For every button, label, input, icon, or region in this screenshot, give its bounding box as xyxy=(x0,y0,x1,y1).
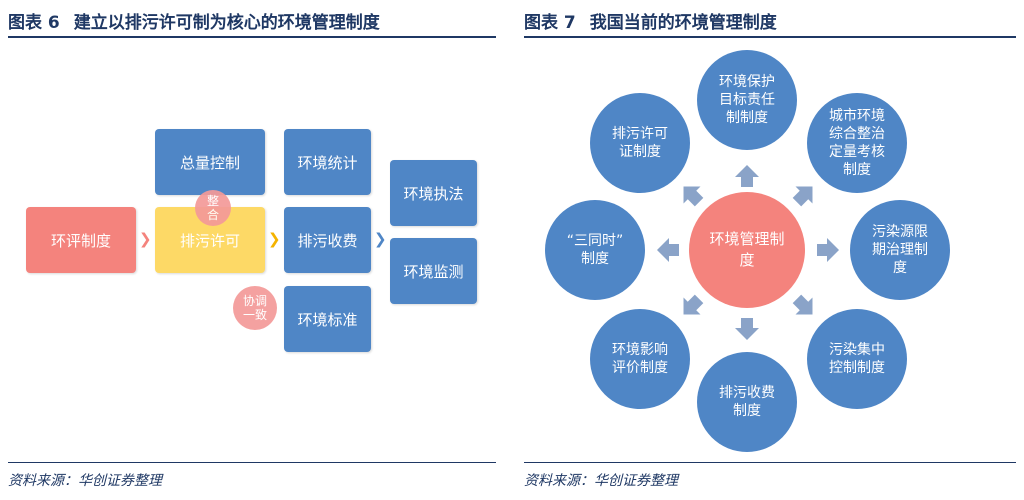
arrow-left-icon xyxy=(657,238,679,262)
node-line: 污染集中 xyxy=(829,342,885,358)
chevron-right-icon: ❯ xyxy=(268,230,281,248)
arrow-right-icon xyxy=(817,238,839,262)
figure-7-title: 图表 7 我国当前的环境管理制度 xyxy=(524,8,777,33)
node-line: 定量考核 xyxy=(829,144,885,160)
arrow-up-right-icon xyxy=(792,186,813,207)
node-line: 制度 xyxy=(581,251,609,267)
box-pollution-fee: 排污收费 xyxy=(284,207,371,273)
node-line: 污染源限 xyxy=(872,224,928,240)
figure-6-title-text: 建立以排污许可制为核心的环境管理制度 xyxy=(73,13,380,33)
node-line: 综合整治 xyxy=(829,126,885,142)
arrow-up-icon xyxy=(735,165,759,187)
node-line: 制度 xyxy=(733,403,761,419)
center-node-line-1: 环境管理制 xyxy=(709,230,785,248)
arrow-down-icon xyxy=(735,318,759,340)
badge-integrate-line-1: 整 xyxy=(206,194,219,208)
chevron-right-icon: ❯ xyxy=(374,230,387,248)
node-bottom-right: 污染集中 控制制度 xyxy=(807,309,907,409)
node-line: 评价制度 xyxy=(612,360,668,376)
radial-arrows xyxy=(657,165,839,340)
node-line: 环境保护 xyxy=(719,74,775,90)
box-eia: 环评制度 xyxy=(26,207,136,273)
node-line: 目标责任 xyxy=(719,92,775,108)
badge-integrate: 整 合 xyxy=(195,190,231,226)
figure-6-source: 资料来源：华创证券整理 xyxy=(8,473,162,489)
title-rule xyxy=(524,36,1016,38)
node-line: 控制制度 xyxy=(829,360,885,376)
figure-7-source: 资料来源：华创证券整理 xyxy=(524,473,678,489)
node-top-right: 城市环境 综合整治 定量考核 制度 xyxy=(807,93,907,193)
node-line: 城市环境 xyxy=(829,108,885,124)
badge-coordinate-line-1: 协调 xyxy=(242,294,267,308)
figure-6-title: 图表 6 建立以排污许可制为核心的环境管理制度 xyxy=(8,8,380,33)
source-rule xyxy=(524,462,1016,463)
title-rule xyxy=(8,36,496,38)
node-line: 制度 xyxy=(843,162,871,178)
node-right: 污染源限 期治理制 度 xyxy=(850,200,950,300)
box-env-standard: 环境标准 xyxy=(284,286,371,352)
node-bottom-left: 环境影响 评价制度 xyxy=(590,309,690,409)
arrow-down-left-icon xyxy=(683,294,704,315)
node-left: “三同时” 制度 xyxy=(545,200,645,300)
node-line: 度 xyxy=(893,260,907,276)
figure-7-number: 图表 7 xyxy=(524,13,576,33)
badge-coordinate: 协调 一致 xyxy=(233,286,277,330)
chevron-right-icon: ❯ xyxy=(139,230,152,248)
source-rule xyxy=(8,462,496,463)
center-node-line-2: 度 xyxy=(739,251,755,269)
badge-coordinate-line-2: 一致 xyxy=(242,308,267,322)
figure-6-number: 图表 6 xyxy=(8,13,60,33)
badge-integrate-line-2: 合 xyxy=(206,208,219,222)
box-enforcement: 环境执法 xyxy=(390,160,477,226)
figure-7-title-text: 我国当前的环境管理制度 xyxy=(589,13,777,33)
figure-7-panel: 图表 7 我国当前的环境管理制度 环境管理制 度 环境保护 目标责任 制制度 城市… xyxy=(512,0,1024,500)
box-env-stats: 环境统计 xyxy=(284,129,371,195)
box-total-control: 总量控制 xyxy=(155,129,265,195)
arrow-down-right-icon xyxy=(792,294,813,315)
box-monitoring: 环境监测 xyxy=(390,238,477,304)
center-node: 环境管理制 度 xyxy=(689,192,805,308)
node-top: 环境保护 目标责任 制制度 xyxy=(697,50,797,150)
node-top-left: 排污许可 证制度 xyxy=(590,93,690,193)
node-line: 排污收费 xyxy=(719,385,775,401)
node-line: 期治理制 xyxy=(872,242,928,258)
node-line: “三同时” xyxy=(566,233,624,249)
node-line: 证制度 xyxy=(619,144,661,160)
node-line: 制制度 xyxy=(726,110,768,126)
node-line: 排污许可 xyxy=(612,126,668,142)
arrow-up-left-icon xyxy=(683,186,704,207)
node-line: 环境影响 xyxy=(612,342,668,358)
node-bottom: 排污收费 制度 xyxy=(697,352,797,452)
